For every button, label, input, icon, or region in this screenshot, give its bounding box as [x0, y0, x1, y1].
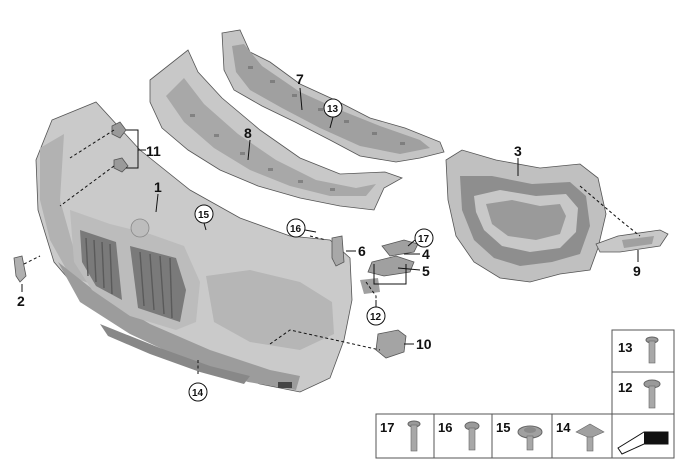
- callout-13: 13: [327, 104, 339, 115]
- callout-4: 4: [422, 246, 430, 262]
- callout-7: 7: [296, 71, 304, 87]
- part-8-middle-carrier[interactable]: [149, 49, 403, 211]
- fastener-table: 13 12 17 16 15 14: [375, 329, 675, 459]
- screw-17-icon: [407, 420, 421, 452]
- part-5-bracket[interactable]: [367, 255, 415, 277]
- callout-15: 15: [198, 210, 210, 221]
- callout-12: 12: [370, 312, 382, 323]
- part-3-grille-carrier[interactable]: [445, 149, 607, 283]
- screw-16-icon: [464, 421, 480, 451]
- table-16: 16: [438, 420, 452, 435]
- table-15: 15: [496, 420, 510, 435]
- callout-17: 17: [418, 234, 430, 245]
- screw-13-icon: [645, 336, 659, 364]
- leader-lines: [21, 87, 639, 345]
- part-2-reflector[interactable]: [13, 255, 27, 283]
- clip-14-icon: [575, 423, 605, 452]
- callout-labels: 7 8 3 11 1 6 4 5 9 10 2: [17, 71, 641, 352]
- screw-12-icon: [643, 379, 661, 409]
- callout-8: 8: [244, 125, 252, 141]
- part-6-bracket[interactable]: [331, 235, 345, 267]
- part-10-sensor-holder[interactable]: [375, 329, 407, 359]
- callout-11: 11: [146, 143, 161, 159]
- part-11-clips[interactable]: [111, 121, 129, 173]
- part-1-bumper-cover[interactable]: [35, 101, 353, 393]
- callout-6: 6: [358, 243, 366, 259]
- callout-10: 10: [416, 336, 432, 352]
- circled-callouts: 13 15 16 17 12 14: [188, 98, 434, 402]
- table-17: 17: [380, 420, 394, 435]
- callout-5: 5: [422, 263, 430, 279]
- table-14: 14: [556, 420, 571, 435]
- callout-16: 16: [290, 224, 302, 235]
- callout-3: 3: [514, 143, 522, 159]
- view-arrow-icon: [617, 431, 669, 455]
- table-13: 13: [618, 340, 632, 355]
- table-12: 12: [618, 380, 632, 395]
- part-4-bracket[interactable]: [381, 239, 419, 257]
- callout-2: 2: [17, 293, 25, 309]
- part-7-upper-carrier[interactable]: [221, 29, 445, 163]
- callout-1: 1: [154, 179, 162, 195]
- dashed-lines: [23, 129, 641, 376]
- callout-9: 9: [633, 263, 641, 279]
- callout-14: 14: [192, 388, 204, 399]
- nut-15-icon: [517, 425, 543, 451]
